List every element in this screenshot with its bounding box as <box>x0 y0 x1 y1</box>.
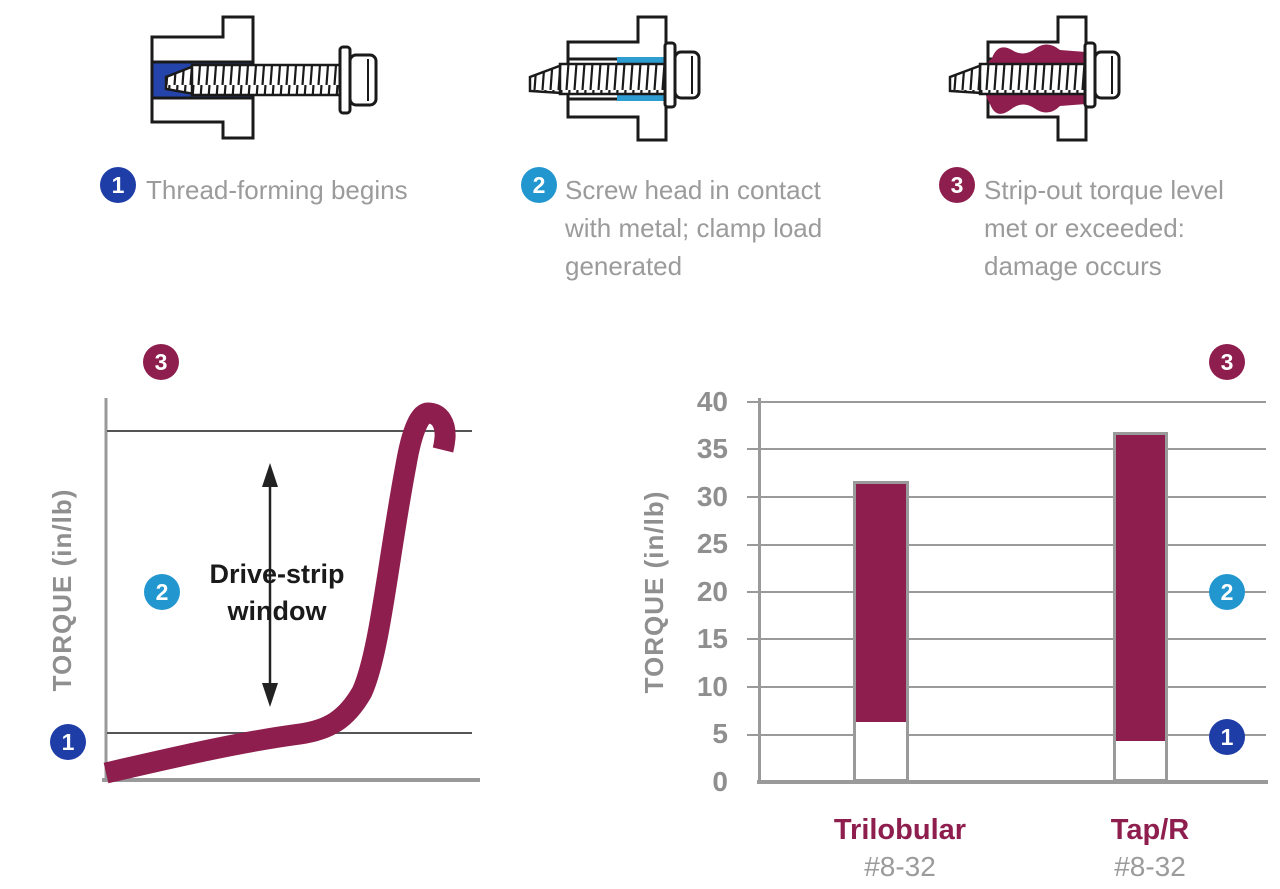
x-axis-line <box>757 780 1268 784</box>
screw-tip-threads <box>530 65 562 93</box>
bar-marker-2-number: 2 <box>1220 578 1234 605</box>
screw-illustration-stage3 <box>948 15 1121 142</box>
arrow-up-icon <box>262 463 278 487</box>
bar-drive-segment <box>856 722 906 779</box>
screw-illustration-stage2 <box>528 15 701 142</box>
bar-trilobular <box>853 481 909 782</box>
hex-head <box>1093 50 1121 100</box>
curve-marker-1-badge: 1 <box>50 724 86 760</box>
arrow-down-icon <box>262 683 278 707</box>
y-tick-15: 15 <box>696 623 728 654</box>
step-1-number: 1 <box>111 171 125 198</box>
y-tick-35: 35 <box>696 433 728 464</box>
hex-head <box>348 53 378 107</box>
screw-tip-threads <box>950 65 982 93</box>
curve-marker-1-number: 1 <box>61 728 75 755</box>
gridline <box>747 401 1266 403</box>
curve-chart-y-axis-label: TORQUE (in/lb) <box>47 488 77 692</box>
hex-head <box>673 50 701 100</box>
step-1-badge: 1 <box>100 167 136 203</box>
step-2-number: 2 <box>532 171 546 198</box>
screw-threads <box>561 65 666 93</box>
y-tick-30: 30 <box>696 481 728 512</box>
step-3-badge: 3 <box>939 167 975 203</box>
step-1-caption: Thread-forming begins <box>146 175 408 205</box>
bar-marker-2-badge: 2 <box>1209 574 1245 610</box>
step-2-badge: 2 <box>521 167 557 203</box>
screw-threads <box>981 65 1086 93</box>
gridline <box>747 448 1266 450</box>
gridline <box>747 734 1266 736</box>
gridline <box>747 686 1266 688</box>
screw-tip-threads <box>166 66 194 94</box>
step-3-number: 3 <box>950 171 964 198</box>
bar-tap-r <box>1113 432 1168 782</box>
y-tick-5: 5 <box>712 718 728 749</box>
plate-cross-section <box>150 15 255 140</box>
gridline <box>747 496 1266 498</box>
category-tap-r-size: #8-32 <box>1114 851 1186 882</box>
category-tap-r-label: Tap/R <box>1110 814 1190 846</box>
y-tick-25: 25 <box>696 528 728 559</box>
curve-marker-3-badge: 3 <box>143 344 179 380</box>
category-trilobular-label: Trilobular <box>833 814 967 846</box>
y-tick-40: 40 <box>696 386 728 417</box>
torque-curve-plot <box>102 398 480 784</box>
step-2-caption: Screw head in contact with metal; clamp … <box>565 175 823 281</box>
step-3-caption: Strip-out torque level met or exceeded: … <box>984 175 1224 281</box>
screw-threads <box>193 66 341 94</box>
torque-curve <box>103 402 456 784</box>
curve-marker-2-badge: 2 <box>144 574 180 610</box>
y-tick-20: 20 <box>696 576 728 607</box>
gridline <box>747 591 1266 593</box>
y-tick-0: 0 <box>712 766 728 797</box>
drive-strip-window-label: Drive-strip window <box>209 559 345 626</box>
gridline <box>747 544 1266 546</box>
y-axis-line <box>758 398 761 783</box>
bar-drive-segment <box>1116 741 1165 779</box>
curve-marker-3-number: 3 <box>154 348 168 375</box>
curve-marker-2-number: 2 <box>155 578 169 605</box>
bar-marker-3-number: 3 <box>1220 348 1234 375</box>
bar-marker-1-number: 1 <box>1220 723 1234 750</box>
gridline <box>747 638 1266 640</box>
y-tick-10: 10 <box>696 671 728 702</box>
category-trilobular-size: #8-32 <box>864 851 936 882</box>
screw-illustration-stage1 <box>150 15 378 140</box>
bar-marker-1-badge: 1 <box>1209 719 1245 755</box>
bar-marker-3-badge: 3 <box>1209 344 1245 380</box>
